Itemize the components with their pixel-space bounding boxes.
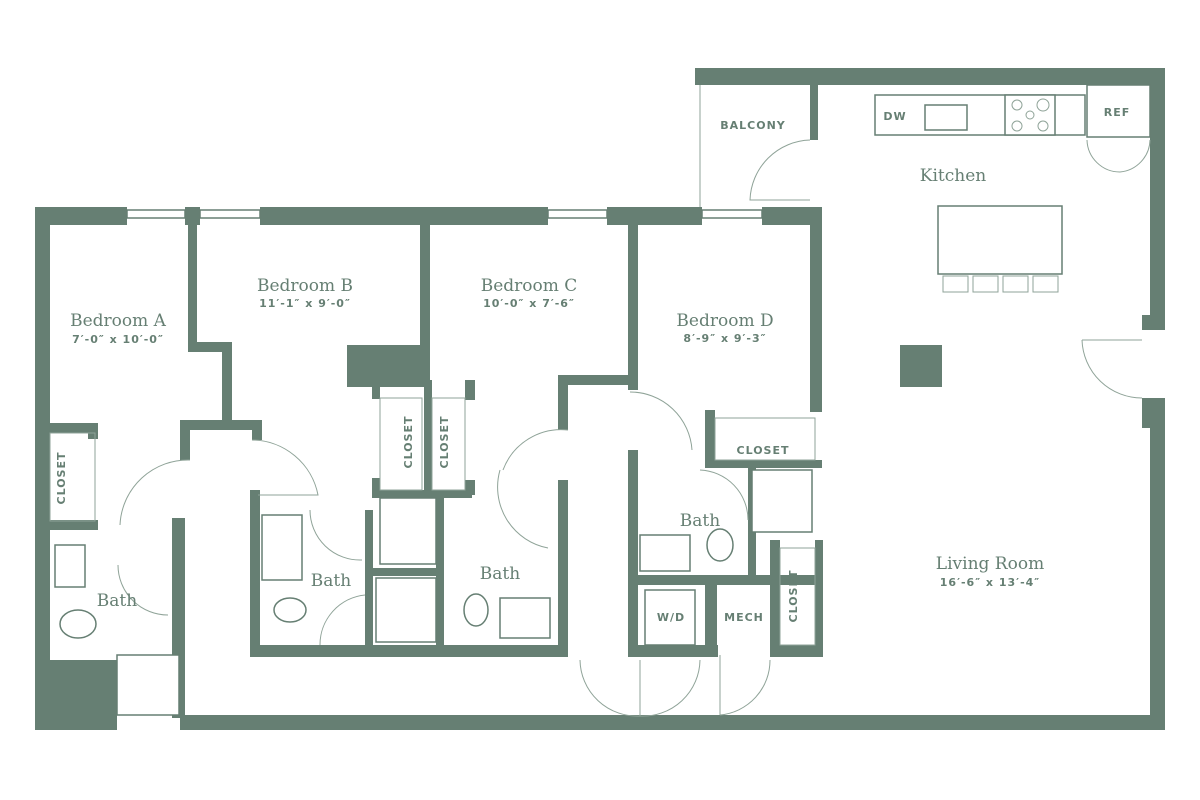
room-size-living-room: 16′-6″ x 13′-4″ — [940, 576, 1040, 589]
closet-label-d: CLOSET — [737, 444, 790, 457]
room-size-bedroom-b: 11′-1″ x 9′-0″ — [259, 297, 351, 310]
walls — [35, 68, 1165, 730]
closet-label-a: CLOSET — [55, 452, 68, 505]
room-size-bedroom-a: 7′-0″ x 10′-0″ — [72, 333, 164, 346]
room-size-bedroom-d: 8′-9″ x 9′-3″ — [683, 332, 766, 345]
closet-label-mech: CLOSET — [787, 570, 800, 623]
fixtures — [49, 84, 1151, 717]
washer-dryer-label: W/D — [657, 611, 685, 624]
bath-d-label: Bath — [680, 511, 720, 531]
room-name-bedroom-b: Bedroom B — [257, 276, 353, 296]
balcony-label: BALCONY — [720, 119, 786, 132]
mech-label: MECH — [724, 611, 764, 624]
bath-c-label: Bath — [480, 564, 520, 584]
refrigerator-label: REF — [1104, 106, 1131, 119]
closet-label-b: CLOSET — [402, 416, 415, 469]
room-name-bedroom-a: Bedroom A — [70, 311, 167, 331]
bath-a-label: Bath — [97, 591, 137, 611]
room-name-bedroom-c: Bedroom C — [481, 276, 578, 296]
bath-b-label: Bath — [311, 571, 351, 591]
dishwasher-label: DW — [883, 110, 906, 123]
room-name-bedroom-d: Bedroom D — [676, 311, 773, 331]
labels: Bedroom A 7′-0″ x 10′-0″ Bedroom B 11′-1… — [55, 106, 1131, 624]
room-name-living-room: Living Room — [936, 554, 1044, 574]
room-size-bedroom-c: 10′-0″ x 7′-6″ — [483, 297, 575, 310]
room-name-kitchen: Kitchen — [920, 166, 986, 186]
closet-label-c: CLOSET — [438, 416, 451, 469]
